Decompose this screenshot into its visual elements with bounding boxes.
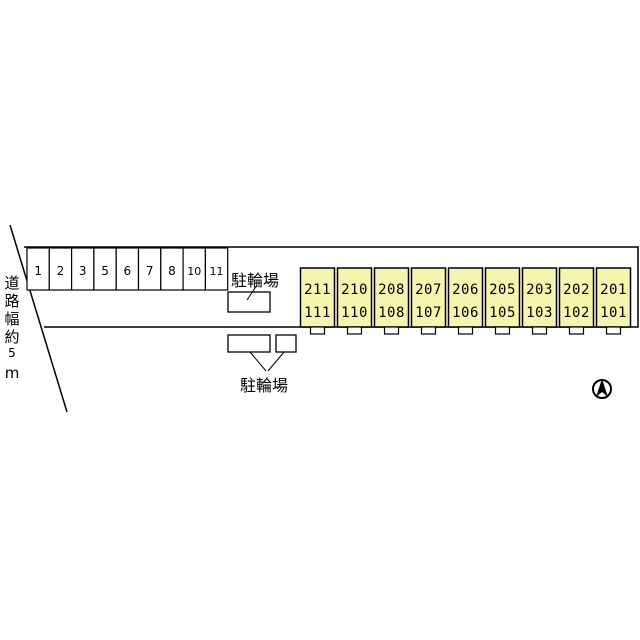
unit-number-lower: 102 — [563, 305, 590, 321]
apartment-building: 211 111 210 110 208 108 207 107 206 106 205 105 203 1… — [299, 267, 632, 335]
unit-step — [420, 326, 437, 335]
road-width-char: 約 — [4, 328, 20, 346]
unit-number-lower: 111 — [304, 305, 331, 321]
north-arrow-icon — [592, 379, 612, 399]
road-width-char: 道 — [4, 274, 20, 292]
road-edge — [9, 224, 68, 413]
unit-number-upper: 201 — [600, 282, 627, 298]
apartment-unit — [336, 267, 373, 328]
unit-number-lower: 103 — [526, 305, 553, 321]
unit-step — [568, 326, 585, 335]
road-width-char: 5 — [8, 346, 16, 360]
unit-number-upper: 206 — [452, 282, 479, 298]
unit-step — [605, 326, 622, 335]
road-width-char: 幅 — [4, 310, 20, 328]
bicycle-parking-bottom-left — [227, 334, 271, 353]
leader-line-top — [246, 284, 258, 301]
unit-number-lower: 106 — [452, 305, 479, 321]
road-width-char: m — [4, 364, 20, 382]
parking-space-number: 2 — [57, 264, 65, 278]
apartment-unit — [447, 267, 484, 328]
unit-step — [383, 326, 400, 335]
parking-space — [204, 247, 229, 291]
parking-space-number: 7 — [146, 264, 154, 278]
apartment-unit — [484, 267, 521, 328]
unit-step — [531, 326, 548, 335]
unit-number-upper: 205 — [489, 282, 516, 298]
parking-space-number: 3 — [79, 264, 87, 278]
bicycle-parking-label-bottom: 駐輪場 — [240, 376, 289, 395]
bicycle-parking-top — [227, 291, 271, 313]
apartment-unit — [558, 267, 595, 328]
leader-line-bottom-left — [249, 351, 267, 372]
apartment-unit — [299, 267, 336, 328]
unit-number-lower: 110 — [341, 305, 368, 321]
unit-number-lower: 108 — [378, 305, 405, 321]
parking-space-number: 8 — [168, 264, 176, 278]
bicycle-parking-bottom-right — [275, 334, 297, 353]
unit-number-lower: 101 — [600, 305, 627, 321]
apartment-unit — [595, 267, 632, 328]
apartment-unit — [410, 267, 447, 328]
parking-space-number: 5 — [101, 264, 109, 278]
unit-number-upper: 211 — [304, 282, 331, 298]
unit-step — [494, 326, 511, 335]
parking-space-number: 11 — [210, 265, 224, 278]
apartment-unit — [373, 267, 410, 328]
road-width-char: 路 — [4, 292, 20, 310]
unit-number-lower: 107 — [415, 305, 442, 321]
unit-number-upper: 207 — [415, 282, 442, 298]
unit-number-upper: 202 — [563, 282, 590, 298]
unit-number-upper: 210 — [341, 282, 368, 298]
bicycle-parking-label-top: 駐輪場 — [231, 271, 280, 290]
unit-number-upper: 203 — [526, 282, 553, 298]
unit-step — [457, 326, 474, 335]
unit-step — [346, 326, 363, 335]
unit-step — [309, 326, 326, 335]
parking-space-number: 1 — [34, 264, 42, 278]
leader-line-bottom-right — [267, 351, 285, 372]
unit-number-lower: 105 — [489, 305, 516, 321]
parking-space-number: 6 — [124, 264, 132, 278]
parking-space-number: 10 — [187, 265, 201, 278]
unit-number-upper: 208 — [378, 282, 405, 298]
